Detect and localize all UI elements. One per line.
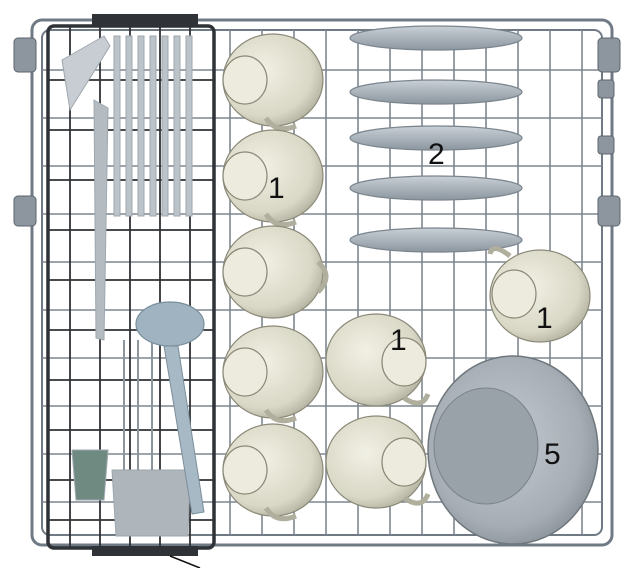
label-plates: 2 <box>428 138 445 171</box>
label-cups-b: 1 <box>390 324 407 357</box>
label-bowl: 5 <box>544 438 561 471</box>
cup <box>223 34 323 129</box>
label-cups-a: 1 <box>268 172 285 205</box>
cup <box>326 416 428 508</box>
cups-left-column <box>223 34 326 519</box>
cup <box>223 226 326 318</box>
cup <box>326 314 428 406</box>
cups-middle-column <box>326 314 428 508</box>
label-cups-c: 1 <box>536 302 553 335</box>
cutlery-items <box>62 36 192 536</box>
cup <box>223 424 323 519</box>
bowl <box>428 356 598 544</box>
